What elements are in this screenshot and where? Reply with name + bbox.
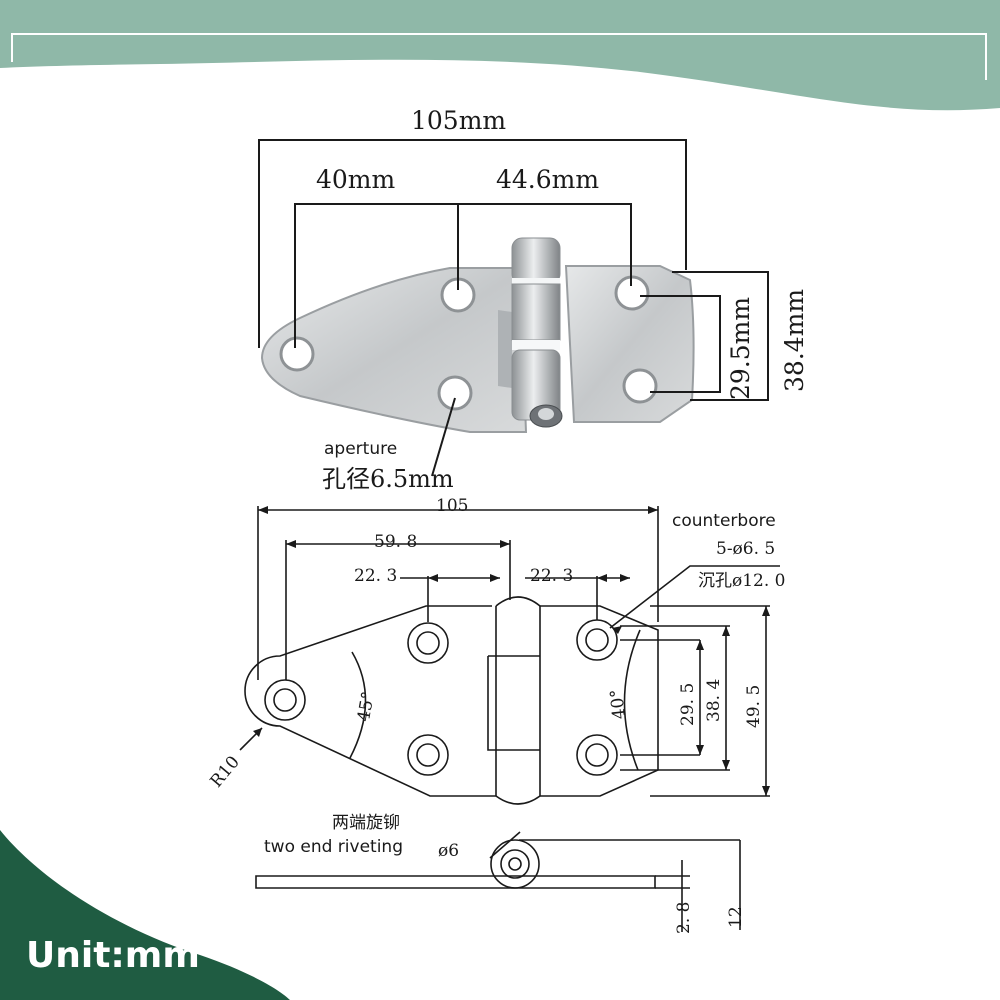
hole-1 bbox=[279, 336, 315, 372]
label-pin-dia: ø6 bbox=[438, 841, 460, 861]
drawing-right-leaf bbox=[540, 605, 659, 797]
label-dim-29-5: 29. 5 bbox=[678, 682, 698, 726]
label-angle-right: 40° bbox=[606, 688, 630, 721]
hinge-barrel bbox=[511, 237, 563, 428]
hinge-photo bbox=[260, 237, 695, 433]
drawing-left-leaf bbox=[244, 605, 496, 797]
footer-shape bbox=[0, 830, 290, 1000]
label-dim-22-3-left: 22. 3 bbox=[354, 566, 398, 586]
hinge-drawing bbox=[239, 506, 780, 932]
label-counterbore: counterbore bbox=[672, 511, 776, 531]
label-left-spacing: 40mm bbox=[316, 165, 396, 194]
photo-dimensions bbox=[258, 139, 769, 477]
drawing-side-view bbox=[255, 875, 656, 889]
label-counterbore-spec: 沉孔ø12. 0 bbox=[698, 571, 786, 591]
label-hole-spec: 5-ø6. 5 bbox=[716, 539, 776, 559]
leaf-slot bbox=[498, 310, 512, 388]
hole-3 bbox=[437, 375, 473, 411]
label-aperture: aperture bbox=[324, 439, 398, 459]
label-dim-49-5: 49. 5 bbox=[744, 684, 764, 728]
drawing-knuckle bbox=[487, 606, 541, 796]
label-height: 12 bbox=[726, 906, 746, 928]
label-dim-59-8: 59. 8 bbox=[374, 532, 418, 552]
unit-label: Unit:mm bbox=[26, 935, 200, 976]
label-thickness: 2. 8 bbox=[674, 901, 694, 934]
label-overall-width: 105mm bbox=[411, 106, 507, 135]
label-hole-pitch-inner: 29.5mm bbox=[726, 296, 755, 400]
dimension-arrows bbox=[253, 506, 770, 796]
label-rivet-cn: 两端旋铆 bbox=[332, 813, 400, 833]
frame-line bbox=[11, 33, 987, 80]
label-aperture-cn: 孔径6.5mm bbox=[322, 465, 454, 493]
label-right-spacing: 44.6mm bbox=[496, 165, 600, 194]
hole-5 bbox=[622, 368, 658, 404]
label-dim-22-3-right: 22. 3 bbox=[530, 566, 574, 586]
top-banner bbox=[0, 0, 1000, 111]
label-rivet-en: two end riveting bbox=[264, 837, 403, 857]
label-dim-38-4: 38. 4 bbox=[704, 678, 724, 722]
drawing-holes bbox=[264, 619, 618, 776]
label-hole-pitch-outer: 38.4mm bbox=[780, 288, 809, 392]
label-total-width: 105 bbox=[436, 496, 469, 516]
